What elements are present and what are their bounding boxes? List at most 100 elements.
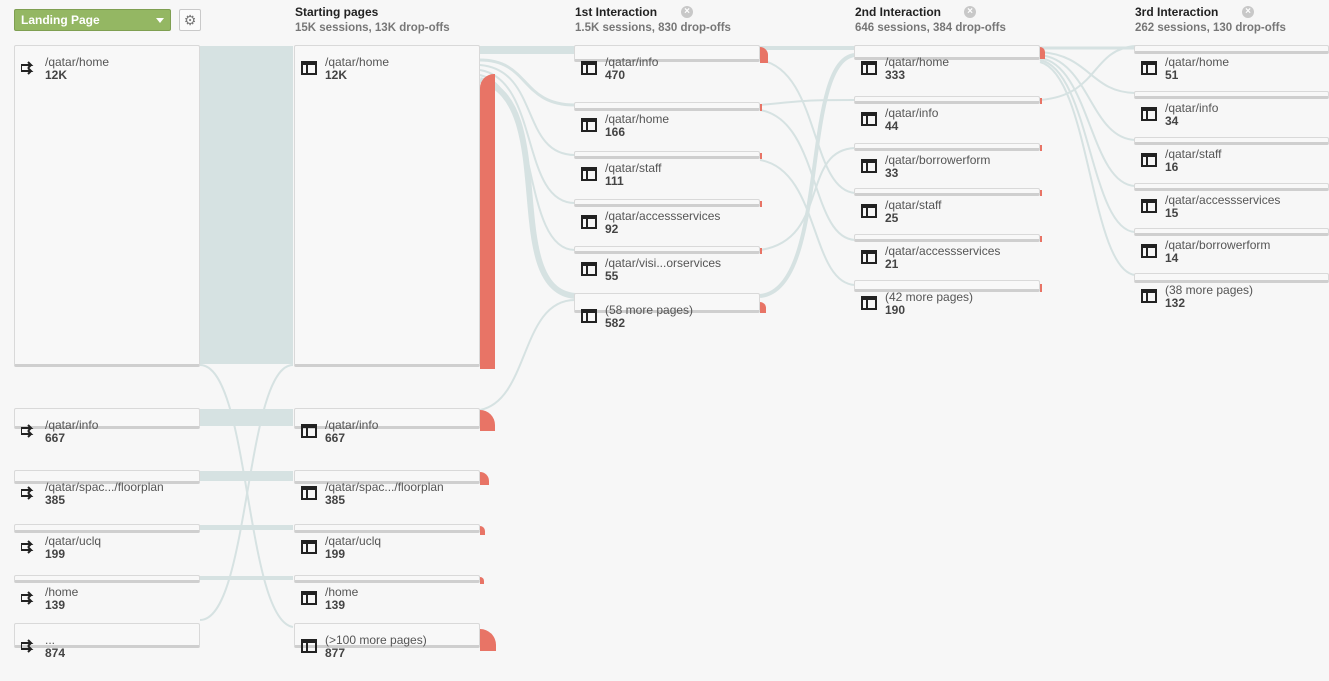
node-value: 51	[1165, 68, 1179, 82]
drop-off-bar[interactable]	[480, 526, 485, 535]
node-label: (>100 more pages)	[325, 633, 427, 647]
node-value: 333	[885, 68, 906, 82]
node-label: /qatar/home	[605, 112, 670, 126]
drop-off-bar[interactable]	[1040, 145, 1042, 151]
entrance-arrow-icon	[21, 61, 34, 75]
column-header-starting: Starting pages 15K sessions, 13K drop-of…	[295, 5, 450, 34]
drop-off-bar[interactable]	[1040, 98, 1042, 104]
node-label: /qatar/info	[325, 418, 379, 432]
third-interaction-node[interactable]: /qatar/home 51	[1134, 45, 1329, 82]
node-value: 12K	[45, 68, 68, 82]
drop-off-bar[interactable]	[480, 629, 496, 651]
second-interaction-node[interactable]: /qatar/info 44	[854, 96, 1040, 133]
drop-off-bar[interactable]	[760, 248, 762, 254]
starting-node[interactable]: /qatar/spac.../floorplan 385	[294, 470, 480, 507]
third-interaction-node[interactable]: /qatar/info 34	[1134, 91, 1329, 128]
dimension-dropdown[interactable]: Landing Page	[14, 9, 171, 31]
entrance-arrow-icon	[21, 486, 34, 500]
node-label: /qatar/spac.../floorplan	[45, 480, 164, 494]
landing-node[interactable]: ... 874	[14, 623, 200, 660]
starting-node[interactable]: /qatar/home 12K	[294, 45, 480, 367]
landing-node[interactable]: /qatar/spac.../floorplan 385	[14, 470, 200, 507]
node-label: (38 more pages)	[1165, 283, 1254, 297]
node-label: ...	[45, 633, 56, 647]
flow-band	[200, 46, 293, 364]
page-icon	[861, 112, 877, 126]
column-title: 3rd Interaction	[1135, 5, 1219, 19]
drop-off-bar[interactable]	[760, 47, 768, 63]
landing-node[interactable]: /qatar/home 12K	[14, 45, 200, 367]
node-label: /qatar/borrowerform	[1165, 238, 1271, 252]
third-interaction-node[interactable]: /qatar/accessservices 15	[1134, 183, 1329, 220]
page-icon	[1141, 153, 1157, 167]
node-label: /qatar/info	[605, 55, 659, 69]
node-value: 15	[1165, 206, 1179, 220]
starting-node[interactable]: (>100 more pages) 877	[294, 623, 480, 660]
drop-off-bar[interactable]	[760, 302, 766, 313]
flow-band	[200, 471, 293, 481]
starting-node[interactable]: /qatar/info 667	[294, 408, 480, 445]
first-interaction-node[interactable]: (58 more pages) 582	[574, 293, 760, 330]
drop-off-bar[interactable]	[1040, 284, 1042, 292]
first-interaction-node[interactable]: /qatar/accessservices 92	[574, 199, 760, 236]
drop-off-bar[interactable]	[1040, 47, 1045, 59]
node-value: 132	[1165, 296, 1186, 310]
node-label: /qatar/home	[325, 55, 390, 69]
node-label: (58 more pages)	[605, 303, 694, 317]
landing-node[interactable]: /qatar/info 667	[14, 408, 200, 445]
page-icon	[581, 309, 597, 323]
drop-off-bar[interactable]	[760, 201, 762, 207]
drop-off-bar[interactable]	[760, 104, 762, 111]
node-value: 55	[605, 269, 619, 283]
second-interaction-node[interactable]: /qatar/borrowerform 33	[854, 143, 1040, 180]
node-label: (42 more pages)	[885, 290, 974, 304]
first-interaction-node[interactable]: /qatar/visi...orservices 55	[574, 246, 760, 283]
landing-node[interactable]: /qatar/uclq 199	[14, 524, 200, 561]
second-interaction-node[interactable]: /qatar/home 333	[854, 45, 1040, 82]
flow-line	[1039, 54, 1136, 141]
node-label: /qatar/home	[45, 55, 110, 69]
column-header-1st: 1st Interaction 1.5K sessions, 830 drop-…	[575, 5, 731, 34]
page-icon	[581, 61, 597, 75]
dimension-label: Landing Page	[21, 13, 100, 27]
node-value: 44	[885, 119, 899, 133]
first-interaction-node[interactable]: /qatar/home 166	[574, 102, 760, 139]
flow-line	[759, 147, 856, 251]
node-label: /qatar/uclq	[45, 534, 102, 548]
page-icon	[861, 204, 877, 218]
second-interaction-node[interactable]: /qatar/accessservices 21	[854, 234, 1040, 271]
drop-off-bar[interactable]	[1040, 236, 1042, 242]
second-interaction-node[interactable]: (42 more pages) 190	[854, 280, 1040, 317]
second-interaction-node[interactable]: /qatar/staff 25	[854, 188, 1040, 225]
page-icon	[861, 61, 877, 75]
third-interaction-node[interactable]: /qatar/borrowerform 14	[1134, 228, 1329, 265]
third-interaction-node[interactable]: (38 more pages) 132	[1134, 273, 1329, 310]
page-icon	[581, 118, 597, 132]
landing-node[interactable]: /home 139	[14, 575, 200, 612]
node-label: /qatar/home	[885, 55, 950, 69]
drop-off-bar[interactable]	[480, 577, 484, 584]
node-label: /qatar/spac.../floorplan	[325, 480, 444, 494]
page-icon	[301, 424, 317, 438]
first-interaction-node[interactable]: /qatar/staff 111	[574, 151, 760, 188]
drop-off-bar[interactable]	[480, 74, 495, 369]
node-value: 111	[605, 174, 624, 188]
gear-icon[interactable]: ⚙	[179, 9, 201, 31]
starting-node[interactable]: /qatar/uclq 199	[294, 524, 480, 561]
third-interaction-node[interactable]: /qatar/staff 16	[1134, 137, 1329, 174]
starting-node[interactable]: /home 139	[294, 575, 480, 612]
remove-column-icon[interactable]: ×	[964, 6, 976, 18]
node-label: /qatar/accessservices	[1165, 193, 1281, 207]
node-label: /qatar/visi...orservices	[605, 256, 722, 270]
drop-off-bar[interactable]	[1040, 190, 1042, 196]
node-value: 25	[885, 211, 899, 225]
remove-column-icon[interactable]: ×	[681, 6, 693, 18]
page-icon	[581, 167, 597, 181]
first-interaction-node[interactable]: /qatar/info 470	[574, 45, 760, 82]
drop-off-bar[interactable]	[480, 472, 489, 485]
remove-column-icon[interactable]: ×	[1242, 6, 1254, 18]
drop-off-bar[interactable]	[480, 410, 495, 431]
drop-off-bar[interactable]	[760, 153, 762, 159]
entrance-arrow-icon	[21, 540, 34, 554]
node-label: /qatar/staff	[1165, 147, 1222, 161]
